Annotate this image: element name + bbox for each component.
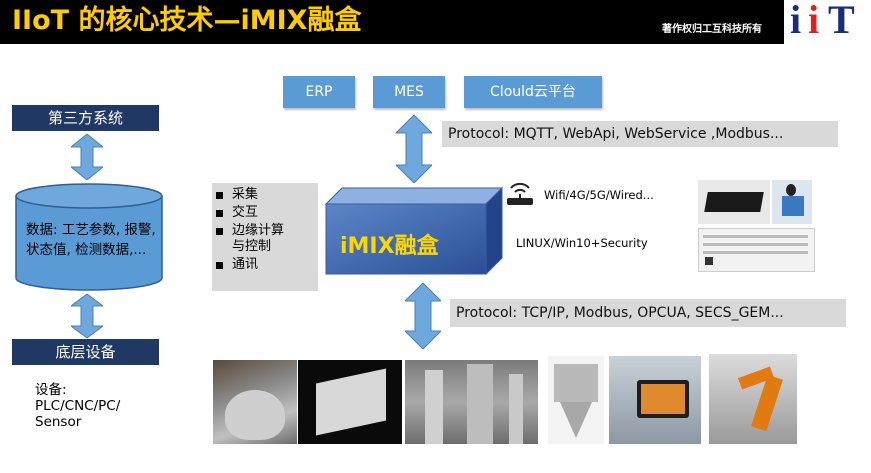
third-party-system: 第三方系统 — [12, 105, 159, 131]
factory-photo-tablet — [609, 356, 701, 444]
protocol-top: Protocol: MQTT, WebApi, WebService ,Modb… — [442, 121, 838, 147]
company-logo: i i T — [784, 0, 871, 44]
cloud-box: Clould云平台 — [464, 76, 602, 108]
double-arrow-icon — [71, 294, 103, 338]
hardware-photo-module — [772, 180, 812, 224]
imix-label: iMIX融盒 — [340, 234, 439, 259]
protocol-bottom: Protocol: TCP/IP, Modbus, OPCUA, SECS_GE… — [450, 299, 846, 327]
feature-item: 边缘计算 与控制 — [212, 223, 318, 255]
features-panel: 采集 交互 边缘计算 与控制 通讯 — [212, 183, 318, 291]
double-arrow-icon — [396, 115, 432, 183]
wifi-router-icon — [507, 182, 533, 205]
factory-photo-machine — [298, 360, 402, 444]
imix-box — [324, 186, 504, 276]
feature-item: 采集 — [212, 187, 318, 203]
header-bar — [0, 0, 871, 44]
double-arrow-icon — [71, 134, 103, 180]
feature-item: 通讯 — [212, 257, 318, 273]
database-cylinder — [15, 183, 163, 291]
hardware-photo-rack — [698, 228, 815, 272]
os-text: LINUX/Win10+Security — [516, 236, 648, 250]
hardware-photo-box — [698, 180, 770, 224]
copyright-text: 著作权归工互科技所有 — [662, 24, 762, 35]
erp-box: ERP — [283, 76, 355, 108]
device-list: 设备: PLC/CNC/PC/ Sensor — [35, 382, 121, 430]
bottom-device: 底层设备 — [12, 339, 159, 365]
slide-title: IIoT 的核心技术—iMIX融盒 — [12, 5, 362, 36]
factory-photo-robot — [709, 354, 797, 444]
factory-photo-reactor — [213, 360, 297, 444]
feature-item: 交互 — [212, 205, 318, 221]
factory-photo-tank — [548, 356, 604, 444]
connectivity-text: Wifi/4G/5G/Wired... — [544, 188, 654, 202]
database-text: 数据: 工艺参数, 报警, 状态值, 检测数据,... — [26, 222, 156, 258]
mes-box: MES — [373, 76, 445, 108]
factory-photo-pipes — [405, 360, 538, 444]
double-arrow-icon — [405, 283, 441, 349]
